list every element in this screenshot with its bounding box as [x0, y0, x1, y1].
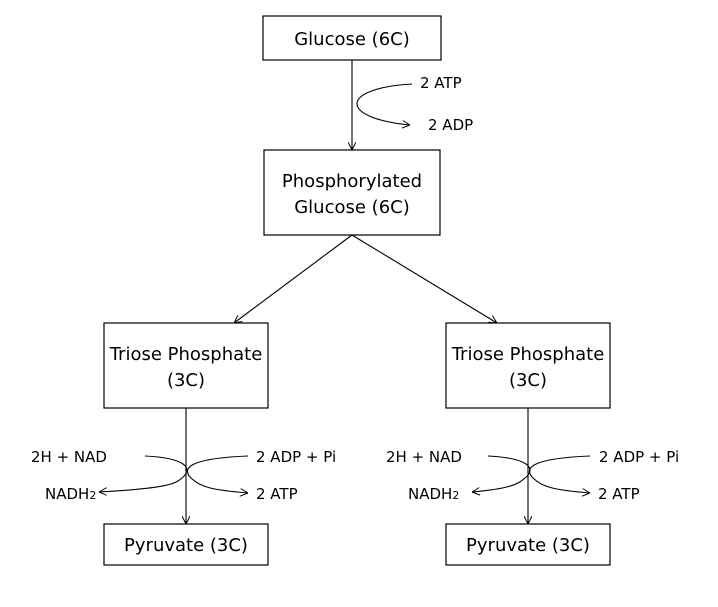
right-adp-to-atp-curve	[528, 455, 590, 493]
phosphorylated-glucose-node: Phosphorylated Glucose (6C)	[263, 149, 441, 236]
right-atp-output-label: 2 ATP	[598, 485, 640, 503]
pyruvate-right-node: Pyruvate (3C)	[445, 523, 611, 566]
triose-left-label-line2: (3C)	[167, 370, 205, 391]
triose-right-label-line1: Triose Phosphate	[451, 344, 605, 365]
triose-phosphate-right-node: Triose Phosphate (3C)	[445, 322, 611, 409]
right-nadh2-label: NADH2	[408, 485, 459, 503]
right-adp-pi-label: 2 ADP + Pi	[599, 448, 679, 466]
left-2h-nad-label: 2H + NAD	[31, 448, 107, 466]
pyruvate-left-label: Pyruvate (3C)	[124, 535, 248, 556]
triose-phosphate-left-node: Triose Phosphate (3C)	[103, 322, 269, 409]
triose-right-label-line2: (3C)	[509, 370, 547, 391]
left-atp-output-label: 2 ATP	[256, 485, 298, 503]
pyruvate-right-label: Pyruvate (3C)	[466, 535, 590, 556]
adp-output-label: 2 ADP	[428, 116, 473, 134]
glucose-label: Glucose (6C)	[294, 29, 410, 50]
atp-to-adp-curve-arrow	[356, 83, 413, 125]
arrow-to-triose-left	[234, 234, 353, 323]
triose-left-label-line1: Triose Phosphate	[109, 344, 263, 365]
pyruvate-left-node: Pyruvate (3C)	[103, 523, 269, 566]
left-adp-pi-label: 2 ADP + Pi	[256, 448, 336, 466]
right-2h-nad-label: 2H + NAD	[386, 448, 462, 466]
right-nad-to-nadh-curve	[472, 455, 531, 492]
arrow-to-triose-right	[351, 234, 497, 323]
glucose-node: Glucose (6C)	[262, 15, 442, 61]
atp-input-label: 2 ATP	[420, 74, 462, 92]
phosphorylated-label-line1: Phosphorylated	[282, 171, 422, 192]
left-adp-to-atp-curve	[186, 455, 248, 493]
left-nad-to-nadh-curve	[99, 455, 188, 492]
left-nadh2-label: NADH2	[45, 485, 96, 503]
phosphorylated-label-line2: Glucose (6C)	[294, 197, 410, 218]
